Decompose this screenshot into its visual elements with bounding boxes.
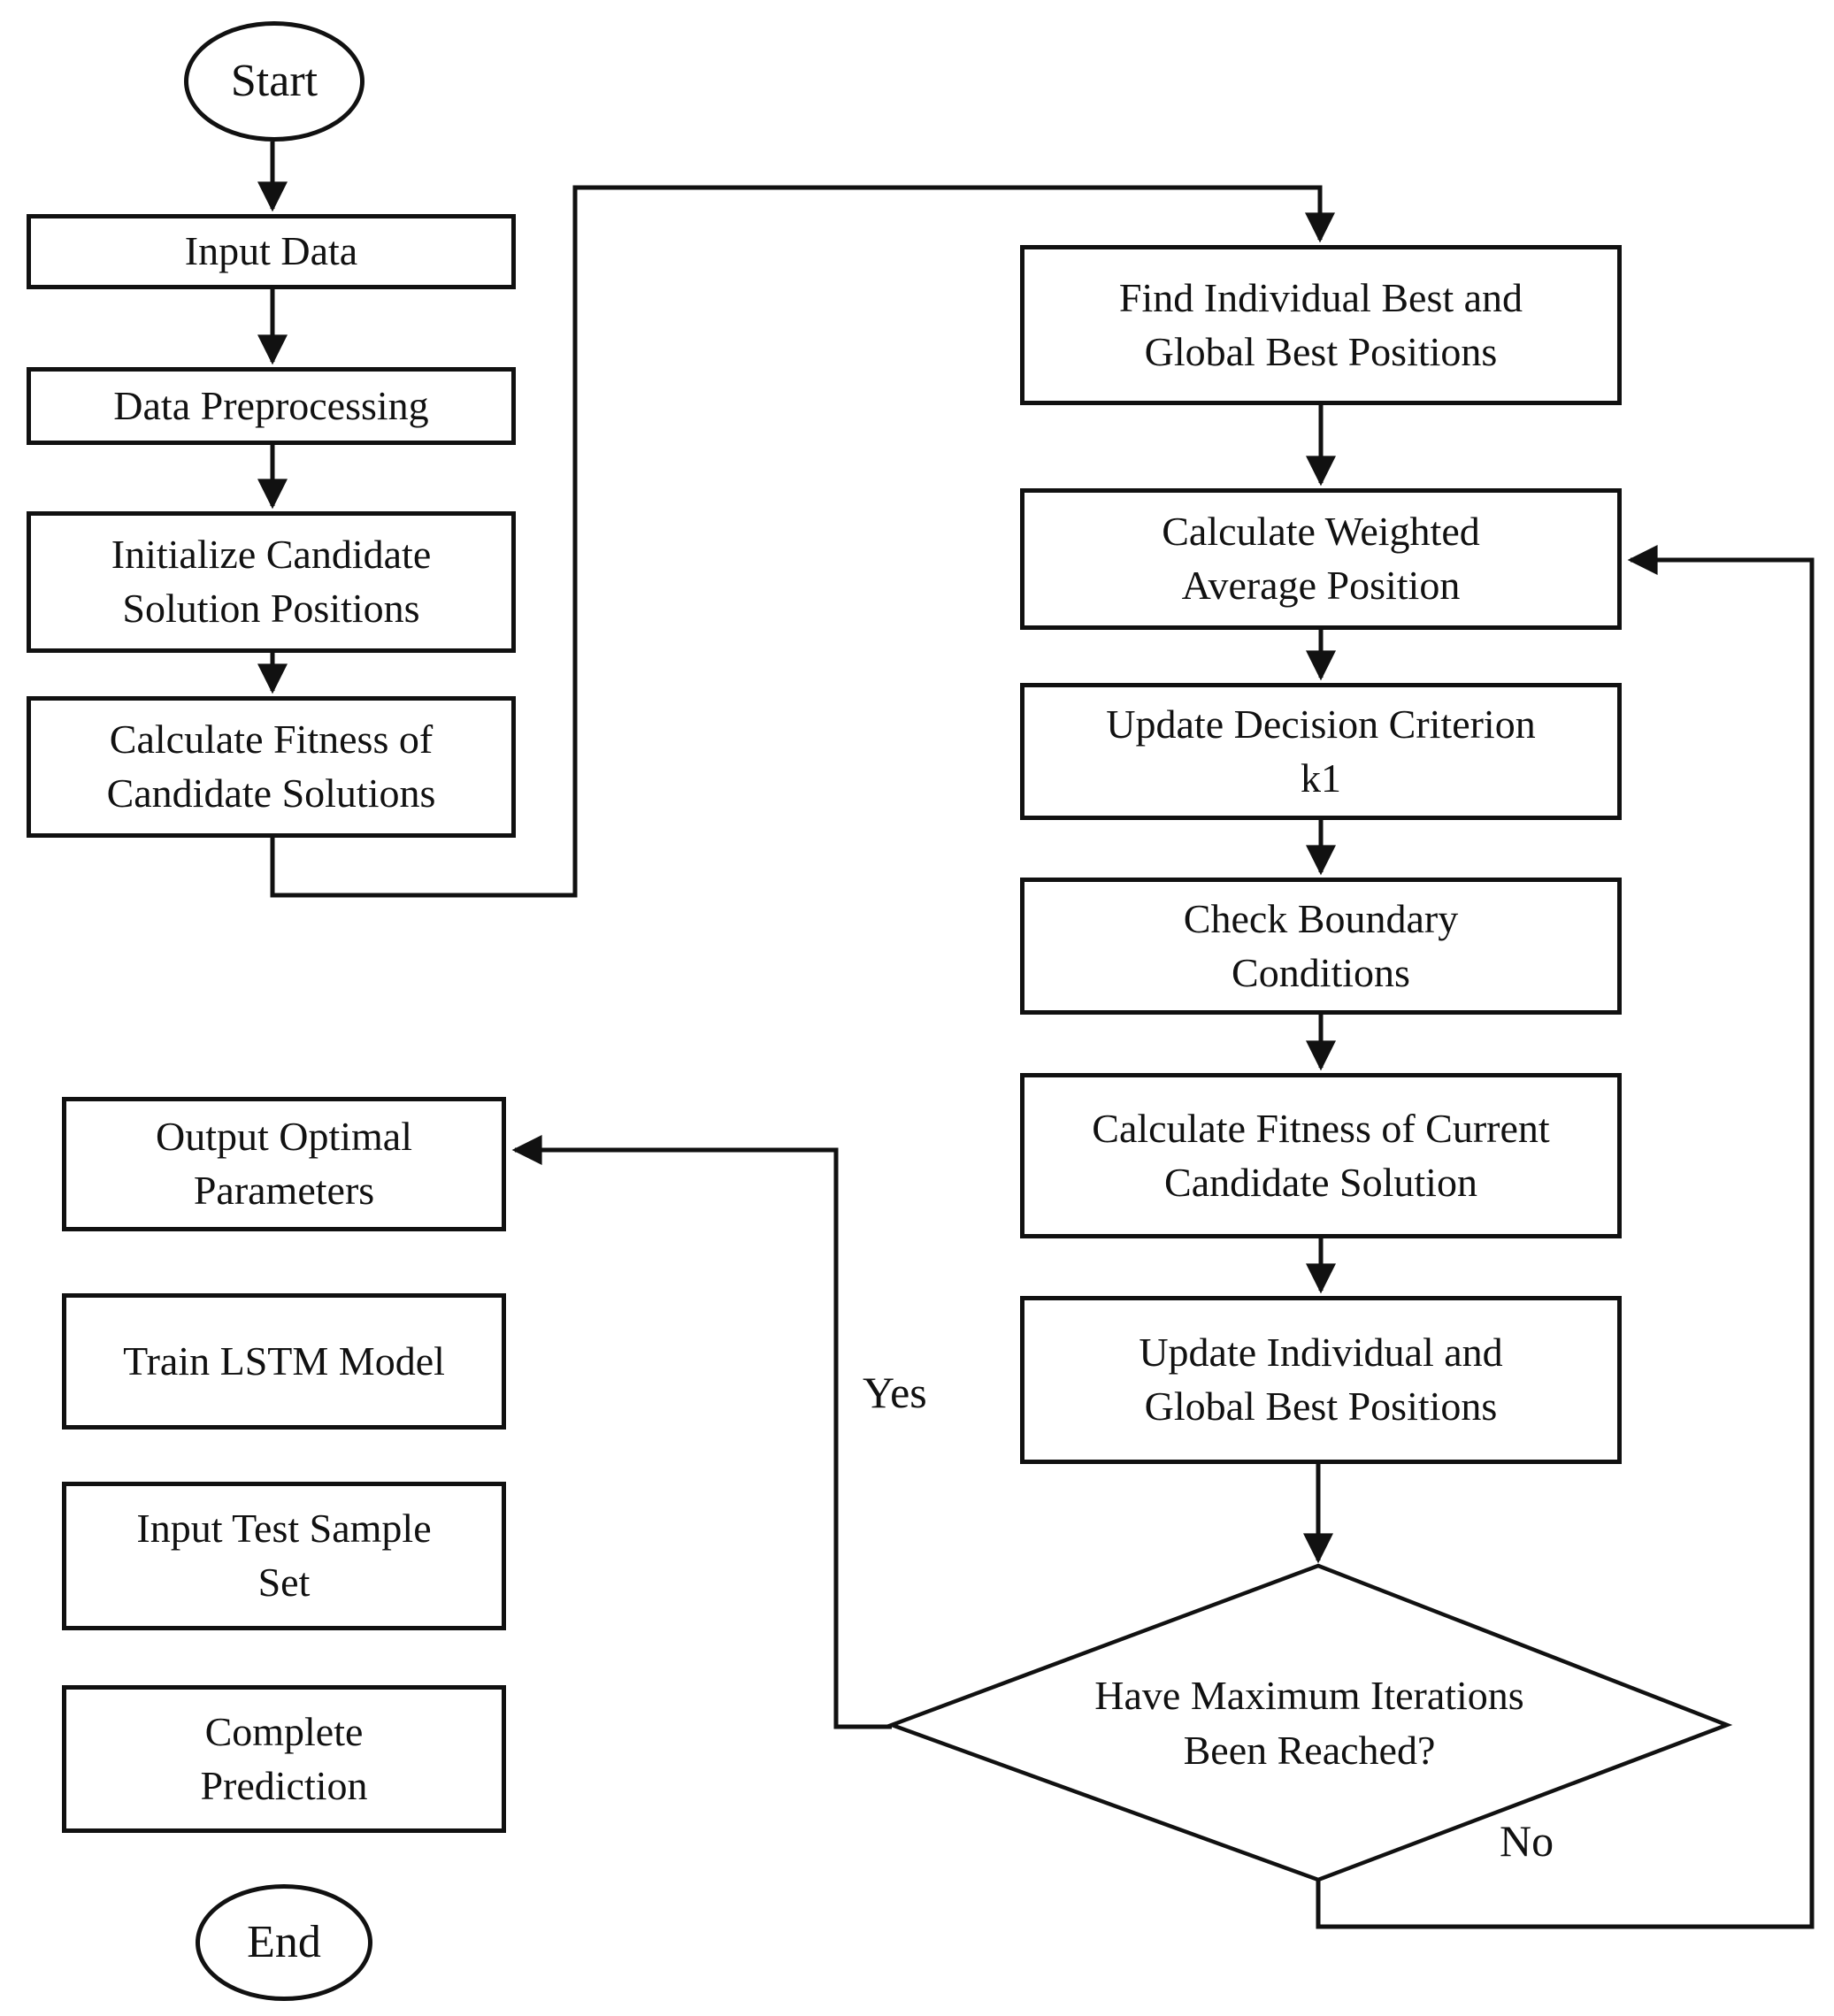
edge-decision-yes-to-output: [511, 1135, 892, 1729]
node-complete-prediction: Complete Prediction: [62, 1685, 506, 1833]
node-output-optimal-parameters: Output Optimal Parameters: [62, 1097, 506, 1231]
node-end: End: [196, 1884, 372, 2001]
node-update-best-positions: Update Individual and Global Best Positi…: [1020, 1296, 1622, 1464]
node-calculate-fitness-candidates: Calculate Fitness of Candidate Solutions: [27, 696, 516, 838]
decision-diamond: [886, 1563, 1733, 1882]
node-find-best-positions: Find Individual Best and Global Best Pos…: [1020, 245, 1622, 405]
edge-label-yes: Yes: [863, 1368, 927, 1417]
node-start: Start: [184, 21, 364, 142]
node-train-lstm-model: Train LSTM Model: [62, 1293, 506, 1430]
edge-decision-no-loop: [1316, 545, 1815, 1929]
node-calculate-weighted-average: Calculate Weighted Average Position: [1020, 488, 1622, 630]
node-input-test-sample-set: Input Test Sample Set: [62, 1482, 506, 1630]
node-input-data: Input Data: [27, 214, 516, 289]
node-initialize-candidate-positions: Initialize Candidate Solution Positions: [27, 511, 516, 653]
node-data-preprocessing: Data Preprocessing: [27, 367, 516, 445]
edge-label-no: No: [1500, 1816, 1554, 1866]
node-calculate-fitness-current: Calculate Fitness of Current Candidate S…: [1020, 1073, 1622, 1238]
node-update-decision-criterion: Update Decision Criterion k1: [1020, 683, 1622, 820]
node-check-boundary-conditions: Check Boundary Conditions: [1020, 878, 1622, 1015]
node-max-iterations-decision: Have Maximum Iterations Been Reached?: [1094, 1672, 1524, 1773]
edge-fitness-to-find-best: [270, 185, 1335, 898]
